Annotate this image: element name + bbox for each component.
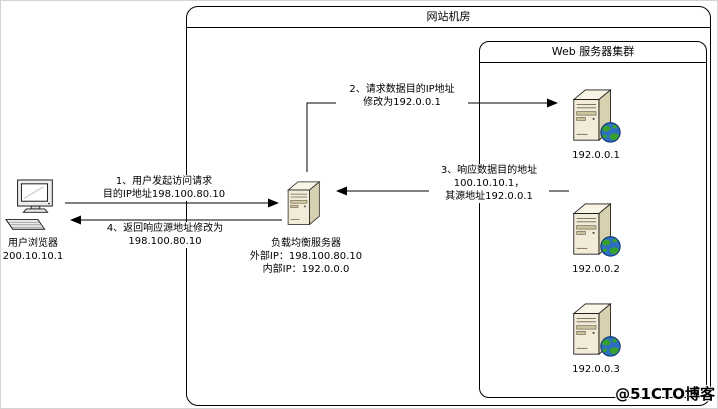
client-ip: 200.10.10.1 (2, 251, 64, 262)
step2-line1: 2、请求数据目的IP地址 (349, 84, 455, 95)
step2-line2: 修改为192.0.0.1 (363, 97, 441, 108)
web-server-3-ip: 192.0.0.3 (572, 364, 620, 375)
step2-annotation: 2、请求数据目的IP地址 修改为192.0.0.1 (336, 83, 468, 109)
web-server-3: 192.0.0.3 (563, 301, 629, 376)
step1-annotation: 1、用户发起访问请求 目的IP地址198.100.80.10 (93, 175, 235, 201)
step1-line1: 1、用户发起访问请求 (115, 176, 213, 187)
step4-line1: 4、返回响应源地址修改为 (106, 223, 224, 234)
client-name: 用户浏览器 (8, 238, 58, 249)
step3-line1: 3、响应数据目的地址 (440, 165, 538, 176)
web-server-2-ip: 192.0.0.2 (572, 264, 620, 275)
step3-line2: 100.10.10.1， (453, 178, 525, 189)
globe-icon (601, 337, 620, 356)
load-balancer-internal-ip: 内部IP：192.0.0.0 (262, 264, 350, 275)
globe-icon (601, 237, 620, 256)
web-server-icon (573, 203, 624, 259)
web-server-1: 192.0.0.1 (563, 87, 629, 162)
datacenter-title: 网站机房 (187, 7, 710, 28)
load-balancer-server-icon (287, 181, 320, 225)
web-cluster-title: Web 服务器集群 (480, 42, 706, 63)
load-balancer-label: 负载均衡服务器 外部IP：198.100.80.10 内部IP：192.0.0.… (226, 237, 386, 276)
51cto-watermark: @51CTO博客 (615, 385, 715, 403)
step3-annotation: 3、响应数据目的地址 100.10.10.1， 其源地址192.0.0.1 (429, 164, 549, 203)
step4-annotation: 4、返回响应源地址修改为 198.100.80.10 (89, 222, 241, 248)
web-server-icon (573, 89, 624, 145)
load-balancer-name: 负载均衡服务器 (271, 238, 341, 249)
web-server-2: 192.0.0.2 (563, 201, 629, 276)
web-server-1-ip: 192.0.0.1 (572, 150, 620, 161)
web-server-icon (573, 303, 624, 359)
desktop-computer-icon (5, 179, 54, 230)
step4-line2: 198.100.80.10 (128, 236, 202, 247)
step1-line2: 目的IP地址198.100.80.10 (102, 189, 226, 200)
step3-line3: 其源地址192.0.0.1 (445, 191, 533, 202)
globe-icon (601, 123, 620, 142)
client-label: 用户浏览器 200.10.10.1 (1, 237, 65, 263)
load-balancer-external-ip: 外部IP：198.100.80.10 (249, 251, 363, 262)
